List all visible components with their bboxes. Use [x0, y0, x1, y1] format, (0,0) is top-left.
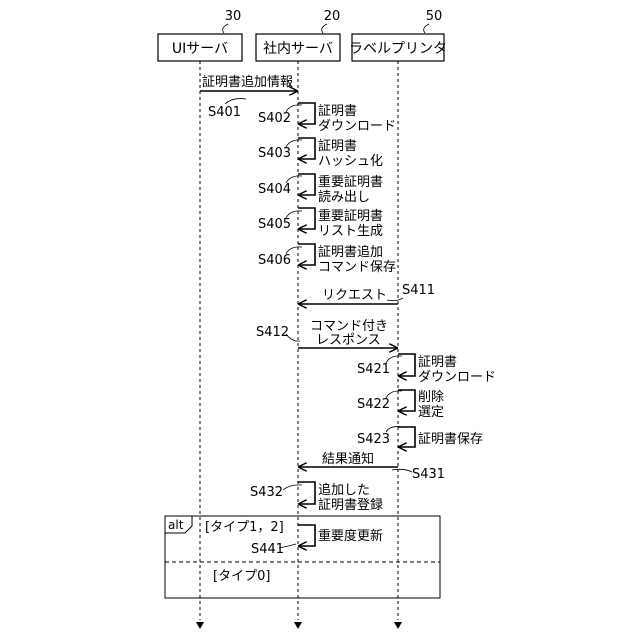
step-label: S405 [258, 217, 291, 232]
message-s406: 証明書追加 コマンド保存 S406 [258, 244, 396, 275]
lifeline-end-arrow [394, 622, 402, 629]
message-label: 重要証明書 [318, 208, 383, 224]
participant-ui-server: UIサーバ 30 [158, 9, 242, 61]
self-call-arrow [398, 354, 415, 376]
step-label: S422 [357, 397, 390, 412]
message-label: 選定 [418, 405, 444, 420]
step-label: S403 [258, 146, 291, 161]
message-label: 読み出し [318, 189, 370, 205]
message-label: ダウンロード [418, 370, 496, 385]
step-label: S406 [258, 253, 291, 268]
alt-guard-1: [タイプ1，2] [205, 520, 284, 535]
alt-label: alt [168, 518, 184, 532]
participant-name: UIサーバ [172, 41, 228, 57]
message-label: コマンド保存 [318, 260, 396, 275]
lifeline-end-arrow [294, 622, 302, 629]
message-label: 結果通知 [322, 451, 374, 467]
step-label: S401 [208, 105, 241, 120]
message-label: 証明書 [418, 355, 457, 370]
message-label: コマンド付き [310, 319, 388, 334]
ref-leader [223, 24, 228, 33]
message-label: レスポンス [316, 333, 381, 348]
self-call-arrow [398, 390, 415, 411]
message-s411: リクエスト S411 [299, 283, 435, 304]
step-label: S441 [251, 542, 284, 557]
message-s403: 証明書 ハッシュ化 S403 [258, 138, 383, 169]
message-s412: コマンド付き レスポンス S412 [256, 319, 397, 348]
step-label: S404 [258, 182, 291, 197]
message-s422: 削除 選定 S422 [357, 390, 444, 420]
message-label: 証明書 [318, 139, 357, 154]
step-leader [392, 469, 412, 472]
participant-ref: 20 [324, 9, 341, 24]
alt-fragment: alt [タイプ1，2] [タイプ0] [165, 516, 440, 598]
step-label: S432 [250, 485, 283, 500]
step-label: S411 [402, 283, 435, 298]
message-label: 重要度更新 [318, 528, 383, 544]
message-s404: 重要証明書 読み出し S404 [258, 174, 383, 205]
step-label: S431 [412, 467, 445, 482]
self-call-arrow [298, 138, 315, 159]
step-leader [387, 298, 403, 301]
lifeline-end-arrows [196, 622, 402, 629]
message-label: 追加した [318, 482, 370, 498]
self-call-arrow [398, 427, 415, 447]
participant-label-printer: ラベルプリンタ 50 [349, 9, 447, 61]
participant-ref: 50 [426, 9, 443, 24]
message-s405: 重要証明書 リスト生成 S405 [258, 208, 383, 239]
message-s421: 証明書 ダウンロード S421 [357, 354, 496, 385]
participant-internal-server: 社内サーバ 20 [256, 9, 340, 61]
step-label: S412 [256, 325, 289, 340]
message-s431: 結果通知 S431 [299, 451, 445, 482]
message-label: 証明書追加情報 [202, 74, 293, 90]
alt-guard-2: [タイプ0] [213, 569, 270, 584]
message-s432: 追加した 証明書登録 S432 [250, 482, 383, 513]
message-label: 削除 [418, 390, 444, 405]
message-label: 証明書保存 [418, 432, 483, 447]
message-label: ダウンロード [318, 119, 396, 134]
message-s402: 証明書 ダウンロード S402 [258, 103, 396, 134]
message-s423: 証明書保存 S423 [357, 427, 483, 447]
step-label: S421 [357, 362, 390, 377]
step-leader [225, 99, 246, 104]
step-leader [283, 485, 302, 490]
step-label: S423 [357, 432, 390, 447]
message-label: リクエスト [322, 288, 387, 303]
message-label: 重要証明書 [318, 174, 383, 190]
ref-leader [424, 24, 429, 33]
message-label: ハッシュ化 [318, 154, 383, 169]
lifeline-end-arrow [196, 622, 204, 629]
message-label: 証明書 [318, 104, 357, 119]
participant-ref: 30 [225, 9, 242, 24]
message-label: 証明書追加 [318, 244, 383, 260]
self-call-arrow [298, 525, 315, 546]
ref-leader [322, 24, 327, 33]
self-call-arrow [298, 174, 315, 195]
participant-name: ラベルプリンタ [349, 41, 447, 57]
message-label: 証明書登録 [318, 498, 383, 513]
message-label: リスト生成 [318, 224, 383, 239]
step-label: S402 [258, 111, 291, 126]
participant-name: 社内サーバ [263, 41, 333, 57]
self-call-arrow [298, 103, 315, 124]
